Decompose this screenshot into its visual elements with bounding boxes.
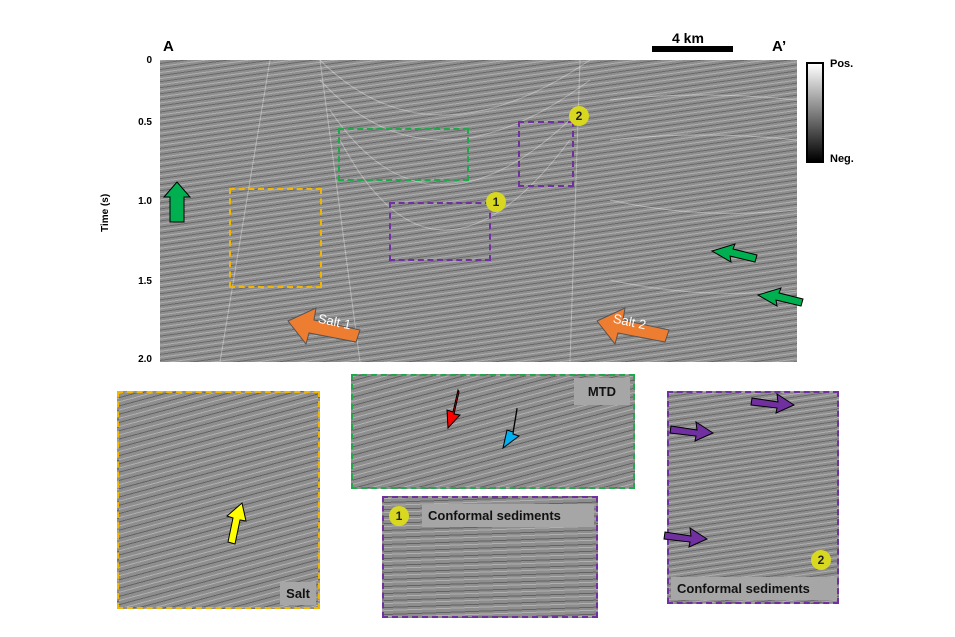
- orange-arrow-salt1-icon: [287, 307, 361, 346]
- y-tick: 2.0: [138, 354, 152, 365]
- section-label-a: A: [163, 38, 174, 55]
- colorbar-pos-label: Pos.: [830, 58, 854, 70]
- y-tick: 0.5: [138, 117, 152, 128]
- scale-bar-label: 4 km: [672, 30, 704, 46]
- colorbar-neg-label: Neg.: [830, 153, 854, 165]
- green-arrow-icon: [756, 287, 804, 307]
- green-arrow-icon: [710, 243, 758, 263]
- green-arrow-icon: [162, 181, 192, 223]
- marker-1: 1: [486, 192, 506, 212]
- salt-inset-label: Salt: [280, 582, 316, 605]
- scale-bar: [652, 46, 733, 52]
- section-label-a-prime: A’: [772, 38, 787, 55]
- purple-arrow-icon: [663, 526, 709, 548]
- conformal2-inset-label: Conformal sediments: [671, 577, 837, 600]
- conformal2-inset: 2 Conformal sediments: [667, 391, 839, 604]
- seismic-reflectors: [219, 60, 797, 362]
- colorbar: [806, 62, 824, 163]
- mtd-inset: MTD: [351, 374, 635, 489]
- conformal1-region-box: [389, 202, 491, 261]
- salt-inset: Salt: [117, 391, 320, 609]
- y-tick: 0: [146, 55, 152, 66]
- seismic-section: [160, 60, 797, 362]
- inset-marker-2: 2: [811, 550, 831, 570]
- conformal2-region-box: [518, 121, 574, 187]
- orange-arrow-salt2-icon: [596, 307, 670, 346]
- inset-marker-1: 1: [389, 506, 409, 526]
- mtd-region-box: [338, 128, 469, 181]
- blue-arrow-icon: [502, 407, 521, 450]
- conformal1-inset: 1 Conformal sediments: [382, 496, 598, 618]
- purple-arrow-icon: [750, 392, 796, 414]
- red-arrow-icon: [446, 388, 461, 430]
- yellow-arrow-icon: [226, 502, 247, 545]
- marker-2: 2: [569, 106, 589, 126]
- mtd-inset-label: MTD: [573, 378, 630, 405]
- purple-arrow-icon: [669, 420, 715, 442]
- conformal1-inset-label: Conformal sediments: [422, 504, 594, 527]
- y-tick: 1.5: [138, 276, 152, 287]
- y-tick: 1.0: [138, 196, 152, 207]
- salt-region-box: [229, 188, 322, 288]
